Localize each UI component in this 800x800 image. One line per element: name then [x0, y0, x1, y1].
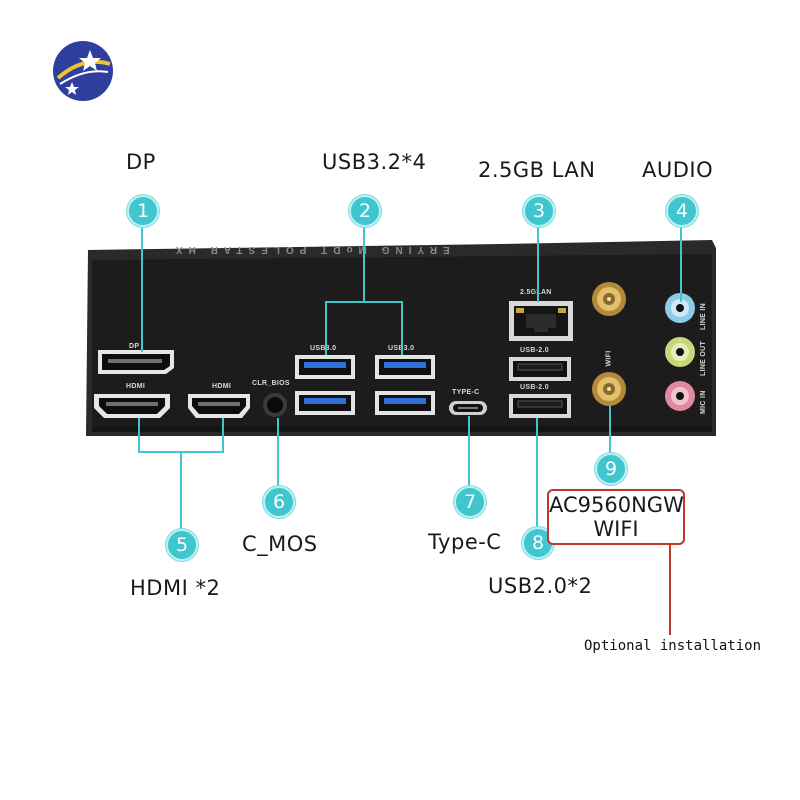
label-usb32: USB3.2*4	[322, 150, 427, 174]
usb3-port-1	[294, 354, 356, 380]
usb3-port-3	[294, 390, 356, 416]
panel-typec-label: TYPE-C	[452, 389, 480, 396]
hdmi-port-2	[186, 392, 252, 420]
usb2-port-2	[508, 393, 572, 419]
usb3-port-2	[374, 354, 436, 380]
callout-line-hdmi-right	[222, 418, 224, 452]
wifi-module-name: AC9560NGW	[549, 493, 684, 517]
wifi-module-type: WIFI	[593, 517, 639, 541]
callout-line-usb32-left	[325, 301, 327, 355]
panel-lan-label: 2.5GLAN	[520, 289, 552, 296]
wifi-antenna-connector-1	[590, 280, 628, 318]
badge-8: 8	[522, 527, 554, 559]
callout-line-dp	[141, 222, 143, 352]
label-typec: Type-C	[428, 530, 502, 554]
callout-line-optional	[669, 541, 671, 635]
panel-line-in-label: LINE IN	[700, 303, 707, 330]
optional-installation-note: Optional installation	[584, 638, 762, 654]
callout-line-usb32-stem	[363, 222, 365, 302]
badge-5: 5	[166, 529, 198, 561]
typec-port	[448, 400, 488, 416]
callout-line-wifi	[609, 406, 611, 456]
label-dp: DP	[126, 150, 156, 174]
callout-line-hdmi-stem	[180, 451, 182, 531]
wifi-antenna-connector-2	[590, 370, 628, 408]
label-hdmi: HDMI *2	[130, 576, 221, 600]
callout-line-usb32-right	[401, 301, 403, 355]
callout-line-usb32-bar	[325, 301, 403, 303]
badge-2: 2	[349, 195, 381, 227]
panel-usb2a-label: USB-2.0	[520, 347, 549, 354]
panel-line-out-label: LINE OUT	[700, 340, 707, 376]
panel-clr-bios-label: CLR_BIOS	[252, 380, 290, 387]
label-cmos: C_MOS	[242, 532, 318, 556]
callout-line-lan	[537, 222, 539, 302]
callout-line-usb20	[536, 418, 538, 530]
panel-wifi-label: WIFI	[605, 350, 613, 367]
badge-3: 3	[523, 195, 555, 227]
lan-port	[508, 300, 574, 342]
badge-6: 6	[263, 486, 295, 518]
panel-dp-label: DP	[129, 343, 140, 350]
clr-bios-button[interactable]	[262, 392, 288, 418]
panel-mic-in-label: MIC IN	[700, 390, 707, 414]
callout-line-audio	[680, 222, 682, 302]
audio-mic-in-jack	[664, 380, 696, 412]
usb2-port-1	[508, 356, 572, 382]
panel-brand-text: ERYING MoDT POLESTAR HX	[170, 244, 450, 255]
brand-logo-icon	[50, 38, 116, 104]
label-audio: AUDIO	[642, 158, 714, 182]
panel-usb2b-label: USB-2.0	[520, 384, 549, 391]
badge-4: 4	[666, 195, 698, 227]
audio-line-in-jack	[664, 292, 696, 324]
callout-line-cmos	[277, 418, 279, 488]
hdmi-port-1	[92, 392, 172, 420]
audio-line-out-jack	[664, 336, 696, 368]
panel-usb3a-label: USB3.0	[310, 345, 337, 352]
badge-9: 9	[595, 453, 627, 485]
panel-hdmi2-label: HDMI	[212, 383, 232, 390]
label-usb20: USB2.0*2	[488, 574, 593, 598]
usb3-port-4	[374, 390, 436, 416]
callout-line-typec	[468, 416, 470, 488]
dp-port	[96, 348, 176, 376]
callout-line-hdmi-left	[138, 418, 140, 452]
wifi-module-box: AC9560NGW WIFI	[547, 489, 685, 545]
badge-7: 7	[454, 486, 486, 518]
badge-1: 1	[127, 195, 159, 227]
panel-hdmi1-label: HDMI	[126, 383, 146, 390]
label-lan: 2.5GB LAN	[478, 158, 596, 182]
